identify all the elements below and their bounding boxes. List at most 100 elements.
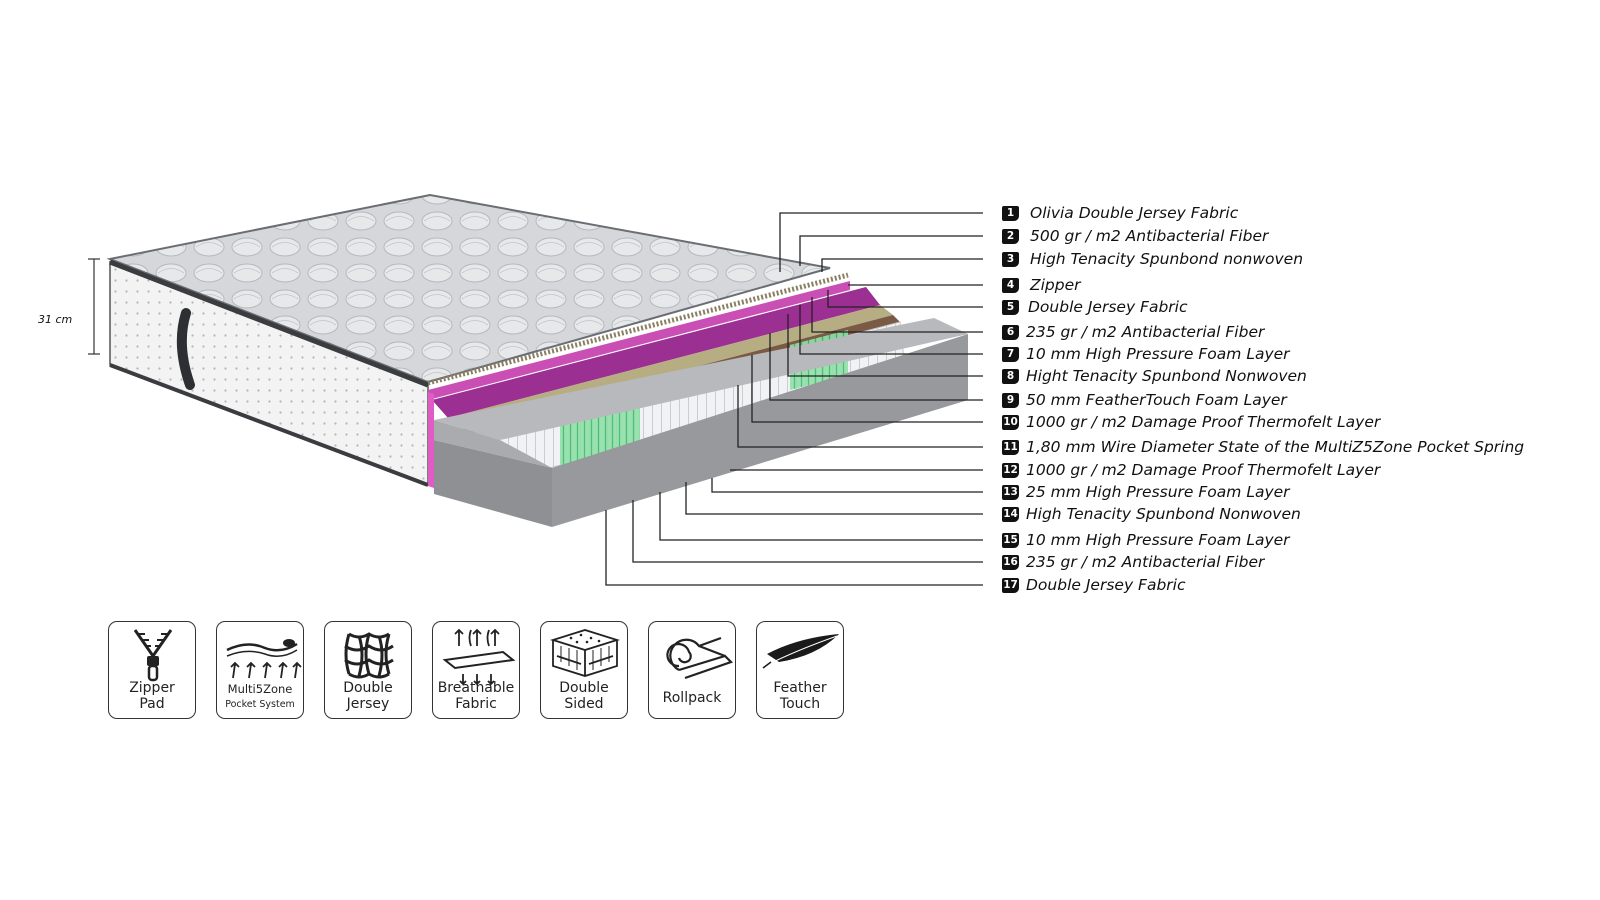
mattress-top-piping (109, 259, 429, 388)
zipper-edge (427, 272, 849, 386)
layer-label: Olivia Double Jersey Fabric (1030, 204, 1239, 222)
jersey-knit-icon (344, 632, 394, 679)
leader-line-13 (711, 478, 983, 493)
leader-lines (605, 212, 983, 586)
leader-line-14 (685, 482, 983, 515)
feature-label-line1: Breathable (437, 680, 515, 696)
layer-label: 10 mm High Pressure Foam Layer (1026, 345, 1290, 363)
layer-number-badge: 1 (1002, 206, 1019, 221)
feature-card-double-sided: Double Sided (540, 621, 628, 719)
leader-line-9 (769, 333, 983, 401)
layer-label: Double Jersey Fabric (1028, 298, 1188, 316)
layer-pink-edge (428, 392, 434, 488)
layer-label: 10 mm High Pressure Foam Layer (1026, 531, 1290, 549)
feature-label-line2: Sided (564, 696, 604, 712)
feature-card-breathable-fabric: Breathable Fabric (432, 621, 520, 719)
layer-number-badge: 5 (1002, 300, 1019, 315)
layer-number-badge: 14 (1002, 507, 1019, 522)
feature-label: Double Jersey (325, 680, 411, 712)
feature-label-line2: Pad (139, 696, 165, 712)
leader-line-8 (787, 314, 983, 377)
base-foam-inner-wall (434, 420, 552, 468)
layer-label: 50 mm FeatherTouch Foam Layer (1026, 391, 1287, 409)
feature-label: Breathable Fabric (433, 680, 519, 712)
feature-card-feather-touch: Feather Touch (756, 621, 844, 719)
feature-label: Zipper Pad (109, 680, 195, 712)
layer-pink-fabric (428, 281, 850, 400)
mattress-illustration (106, 193, 968, 527)
feature-label-line2: Fabric (455, 696, 497, 712)
leader-line-15 (659, 492, 983, 541)
layer-label: Double Jersey Fabric (1026, 576, 1186, 594)
feature-label-line2: Pocket System (225, 699, 295, 710)
layer-number-badge: 9 (1002, 393, 1019, 408)
layer-number-badge: 2 (1002, 229, 1019, 244)
feature-label: Multi5Zone Pocket System (217, 682, 303, 712)
layer-number-badge: 12 (1002, 463, 1019, 478)
leader-line-2 (799, 235, 983, 266)
feature-label: Rollpack (649, 690, 735, 706)
layer-number-badge: 15 (1002, 533, 1019, 548)
layer-label: 1000 gr / m2 Damage Proof Thermofelt Lay… (1026, 461, 1381, 479)
feature-label: Feather Touch (757, 680, 843, 712)
layer-number-badge: 8 (1002, 369, 1019, 384)
layer-label: 235 gr / m2 Antibacterial Fiber (1026, 323, 1265, 341)
layer-label: 25 mm High Pressure Foam Layer (1026, 483, 1290, 501)
mattress-bottom-piping (109, 363, 429, 487)
mattress-top-surface (106, 193, 831, 384)
feature-label-line2: Touch (779, 696, 821, 712)
leader-line-16 (632, 500, 983, 563)
feature-icon-feather (762, 634, 839, 669)
layer-label: Hight Tenacity Spunbond Nonwoven (1026, 367, 1307, 385)
layer-label: 1000 gr / m2 Damage Proof Thermofelt Lay… (1026, 413, 1381, 431)
feature-card-double-jersey: Double Jersey (324, 621, 412, 719)
feature-label-line1: Feather (773, 680, 827, 696)
layer-label: 235 gr / m2 Antibacterial Fiber (1026, 553, 1265, 571)
feature-card-zipper-pad: Zipper Pad (108, 621, 196, 719)
layer-label: 500 gr / m2 Antibacterial Fiber (1030, 227, 1269, 245)
layer-purple-foam (432, 287, 880, 418)
feature-label: Double Sided (541, 680, 627, 712)
layer-number-badge: 4 (1002, 278, 1019, 293)
layer-number-badge: 17 (1002, 578, 1019, 593)
leader-line-5 (827, 290, 983, 308)
leader-line-11 (737, 385, 983, 448)
height-dimension-label: 31 cm (38, 313, 73, 326)
layer-number-badge: 13 (1002, 485, 1019, 500)
feature-label-line1: Double (343, 680, 393, 696)
feature-label-line1: Multi5Zone (227, 682, 293, 696)
leader-line-6 (811, 297, 983, 333)
leader-line-7 (799, 305, 983, 355)
pocket-system-icon (226, 639, 302, 679)
layer-number-badge: 16 (1002, 555, 1019, 570)
layer-number-badge: 6 (1002, 325, 1019, 340)
double-sided-icon (549, 629, 621, 677)
feature-label-line1: Zipper (129, 680, 175, 696)
mattress-handle (176, 308, 195, 390)
feather-icon (762, 634, 839, 669)
feature-card-multi5zone: Multi5Zone Pocket System (216, 621, 304, 719)
layer-number-badge: 10 (1002, 415, 1019, 430)
base-foam-top-rim (434, 318, 968, 440)
feature-label-line2: Jersey (346, 696, 390, 712)
rollpack-icon (666, 636, 734, 680)
layer-label: Zipper (1030, 276, 1081, 294)
layer-label: High Tenacity Spunbond Nonwoven (1026, 505, 1301, 523)
layer-number-badge: 7 (1002, 347, 1019, 362)
layer-label: High Tenacity Spunbond nonwoven (1030, 250, 1304, 268)
breathable-icon (442, 628, 516, 686)
leader-line-1 (779, 212, 983, 272)
feature-label-line1: Double (559, 680, 609, 696)
layer-number-badge: 11 (1002, 440, 1019, 455)
feature-label-line1: Rollpack (662, 690, 722, 706)
leader-line-3 (821, 258, 983, 272)
feature-card-rollpack: Rollpack (648, 621, 736, 719)
zipper-icon (133, 629, 173, 682)
leader-line-17 (605, 510, 983, 586)
leader-line-10 (751, 355, 983, 423)
layer-label: 1,80 mm Wire Diameter State of the Multi… (1026, 438, 1525, 456)
base-foam-side (552, 334, 968, 527)
base-foam-front (434, 440, 552, 527)
layer-number-badge: 3 (1002, 252, 1019, 267)
